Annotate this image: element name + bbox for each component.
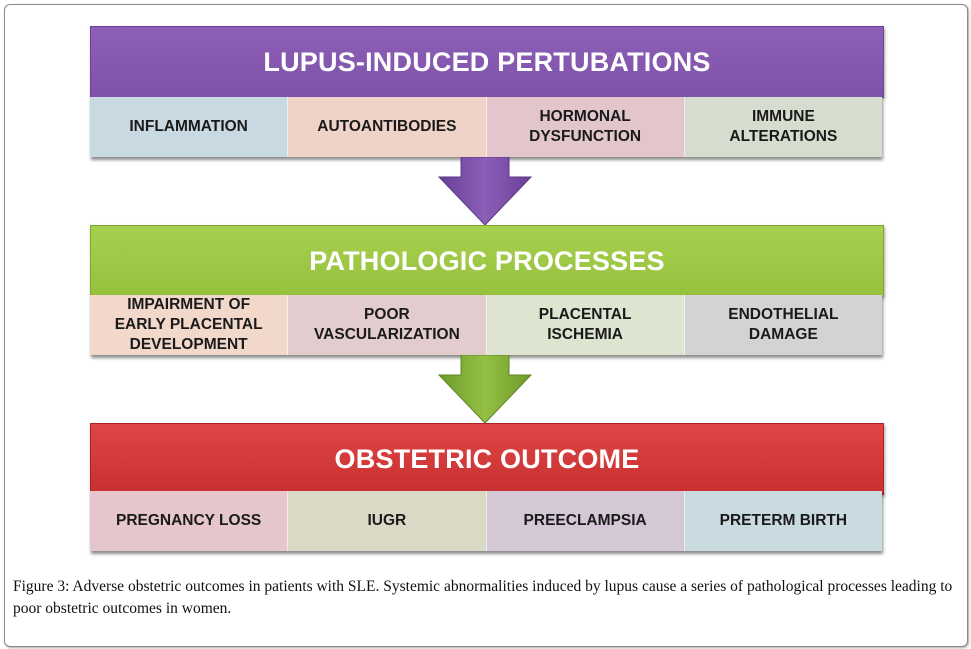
stage-header-obstetric-outcome: OBSTETRIC OUTCOME [90,423,884,495]
item-iugr: IUGR [288,491,487,551]
stage-title: LUPUS-INDUCED PERTUBATIONS [263,46,711,77]
down-arrow-icon [437,355,533,424]
item-immune-alterations: IMMUNE ALTERATIONS [684,97,882,157]
item-inflammation: INFLAMMATION [90,97,289,157]
stage-items-row: PREGNANCY LOSS IUGR PREECLAMPSIA PRETERM… [90,491,882,551]
caption-label: Figure 3: Adverse obstetric outcomes in … [13,578,380,595]
figure-caption: Figure 3: Adverse obstetric outcomes in … [13,576,963,620]
item-preterm-birth: PRETERM BIRTH [684,491,882,551]
item-autoantibodies: AUTOANTIBODIES [288,97,487,157]
item-impairment-early-placental-development: IMPAIRMENT OF EARLY PLACENTAL DEVELOPMEN… [90,295,289,355]
stage-header-lupus-perturbations: LUPUS-INDUCED PERTUBATIONS [90,26,884,98]
caption-text: Systemic abnormalities induced by lupus … [13,578,953,617]
flow-diagram: LUPUS-INDUCED PERTUBATIONS INFLAMMATION … [90,0,884,570]
stage-title: OBSTETRIC OUTCOME [334,443,640,474]
item-hormonal-dysfunction: HORMONAL DYSFUNCTION [486,97,685,157]
item-placental-ischemia: PLACENTAL ISCHEMIA [486,295,685,355]
stage-items-row: INFLAMMATION AUTOANTIBODIES HORMONAL DYS… [90,97,882,157]
item-poor-vascularization: POOR VASCULARIZATION [288,295,487,355]
item-preeclampsia: PREECLAMPSIA [486,491,685,551]
stage-items-row: IMPAIRMENT OF EARLY PLACENTAL DEVELOPMEN… [90,295,882,355]
item-pregnancy-loss: PREGNANCY LOSS [90,491,289,551]
item-endothelial-damage: ENDOTHELIAL DAMAGE [684,295,882,355]
down-arrow-icon [437,157,533,226]
stage-title: PATHOLOGIC PROCESSES [309,245,665,276]
stage-header-pathologic-processes: PATHOLOGIC PROCESSES [90,225,884,297]
